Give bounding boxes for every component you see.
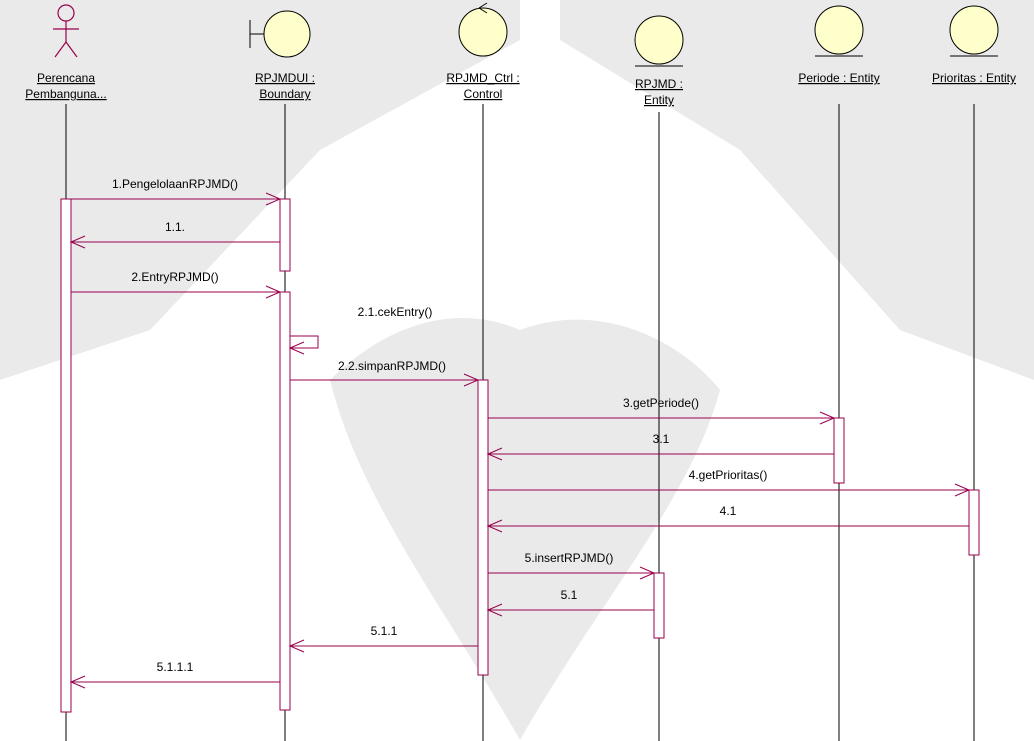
message-label-m2: 1.1.: [165, 220, 185, 234]
message-label-m8: 4.getPrioritas(): [689, 468, 768, 482]
message-label-m1: 1.PengelolaanRPJMD(): [112, 177, 238, 191]
entity-icon[interactable]: [814, 5, 864, 57]
activation-p5: [833, 417, 845, 484]
participant-label-p1-line1: Perencana: [37, 71, 95, 85]
arrowhead-m6: [819, 411, 836, 425]
control-icon[interactable]: [458, 2, 508, 57]
actor-stick-figure-icon[interactable]: [53, 4, 79, 58]
arrowhead-m2: [69, 235, 86, 249]
activation-p6: [968, 489, 980, 556]
activation-p2-b: [279, 291, 291, 711]
activation-p4: [653, 572, 665, 639]
activation-p3: [477, 379, 489, 676]
message-label-m7: 3.1: [653, 432, 670, 446]
participant-label-p4-line2: Entity: [644, 93, 674, 107]
arrowhead-m10: [639, 566, 656, 580]
entity-icon[interactable]: [634, 15, 684, 67]
participant-label-p2-line1: RPJMDUI :: [255, 71, 315, 85]
arrowhead-m1: [265, 192, 282, 206]
activation-p2-a: [279, 198, 291, 272]
message-label-m10: 5.insertRPJMD(): [525, 551, 614, 565]
arrowhead-m8: [954, 483, 971, 497]
message-label-m5: 2.2.simpanRPJMD(): [338, 359, 446, 373]
boundary-icon[interactable]: [249, 10, 311, 58]
arrowhead-m12: [288, 639, 305, 653]
activation-bars: [60, 198, 980, 713]
arrowhead-m5: [463, 373, 480, 387]
participant-label-p4-line1: RPJMD :: [635, 77, 683, 91]
message-arrow-m4[interactable]: [290, 335, 319, 349]
participant-label-p3-line2: Control: [464, 87, 503, 101]
entity-icon[interactable]: [949, 5, 999, 57]
message-label-m3: 2.EntryRPJMD(): [131, 270, 218, 284]
arrowhead-m9: [486, 519, 503, 533]
message-label-m11: 5.1: [561, 588, 578, 602]
message-label-m4: 2.1.cekEntry(): [358, 305, 433, 319]
participant-label-p3-line1: RPJMD_Ctrl :: [446, 71, 519, 85]
message-label-m13: 5.1.1.1: [157, 660, 194, 674]
arrowhead-m7: [486, 447, 503, 461]
arrowhead-m11: [486, 603, 503, 617]
participant-label-p5: Periode : Entity: [798, 71, 879, 85]
participant-label-p6: Prioritas : Entity: [932, 71, 1016, 85]
arrowhead-m4: [288, 341, 305, 355]
arrowhead-m3: [265, 285, 282, 299]
message-label-m9: 4.1: [720, 504, 737, 518]
message-label-m12: 5.1.1: [371, 624, 398, 638]
arrowhead-m13: [69, 675, 86, 689]
message-label-m6: 3.getPeriode(): [623, 396, 699, 410]
participant-label-p2-line2: Boundary: [259, 87, 310, 101]
activation-p1: [60, 198, 72, 713]
messages: [69, 192, 971, 689]
participant-label-p1-line2: Pembanguna...: [25, 87, 106, 101]
